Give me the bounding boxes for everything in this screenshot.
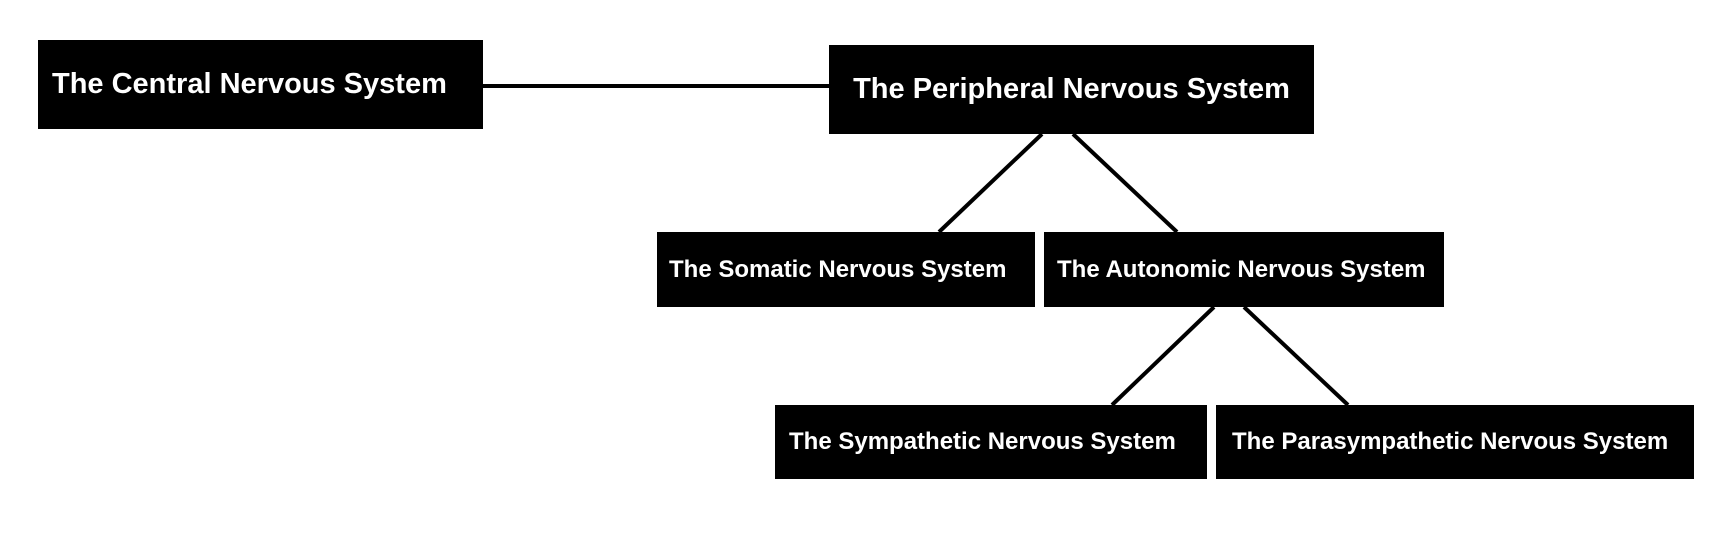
edge-pns-somatic [937, 132, 1044, 234]
node-label: The Autonomic Nervous System [1057, 255, 1426, 283]
node-label: The Peripheral Nervous System [853, 73, 1290, 105]
node-label: The Parasympathetic Nervous System [1232, 428, 1669, 455]
node-central-nervous-system: The Central Nervous System [38, 40, 483, 129]
node-label: The Sympathetic Nervous System [789, 428, 1176, 455]
node-somatic-nervous-system: The Somatic Nervous System [657, 232, 1035, 307]
edge-pns-autonomic [1071, 132, 1179, 234]
node-peripheral-nervous-system: The Peripheral Nervous System [829, 45, 1314, 134]
edge-autonomic-parasympathetic [1242, 305, 1350, 407]
node-label: The Central Nervous System [52, 68, 447, 100]
edge-autonomic-sympathetic [1110, 305, 1216, 407]
node-label: The Somatic Nervous System [669, 255, 1007, 283]
node-autonomic-nervous-system: The Autonomic Nervous System [1044, 232, 1444, 307]
node-sympathetic-nervous-system: The Sympathetic Nervous System [775, 405, 1207, 479]
node-parasympathetic-nervous-system: The Parasympathetic Nervous System [1216, 405, 1694, 479]
